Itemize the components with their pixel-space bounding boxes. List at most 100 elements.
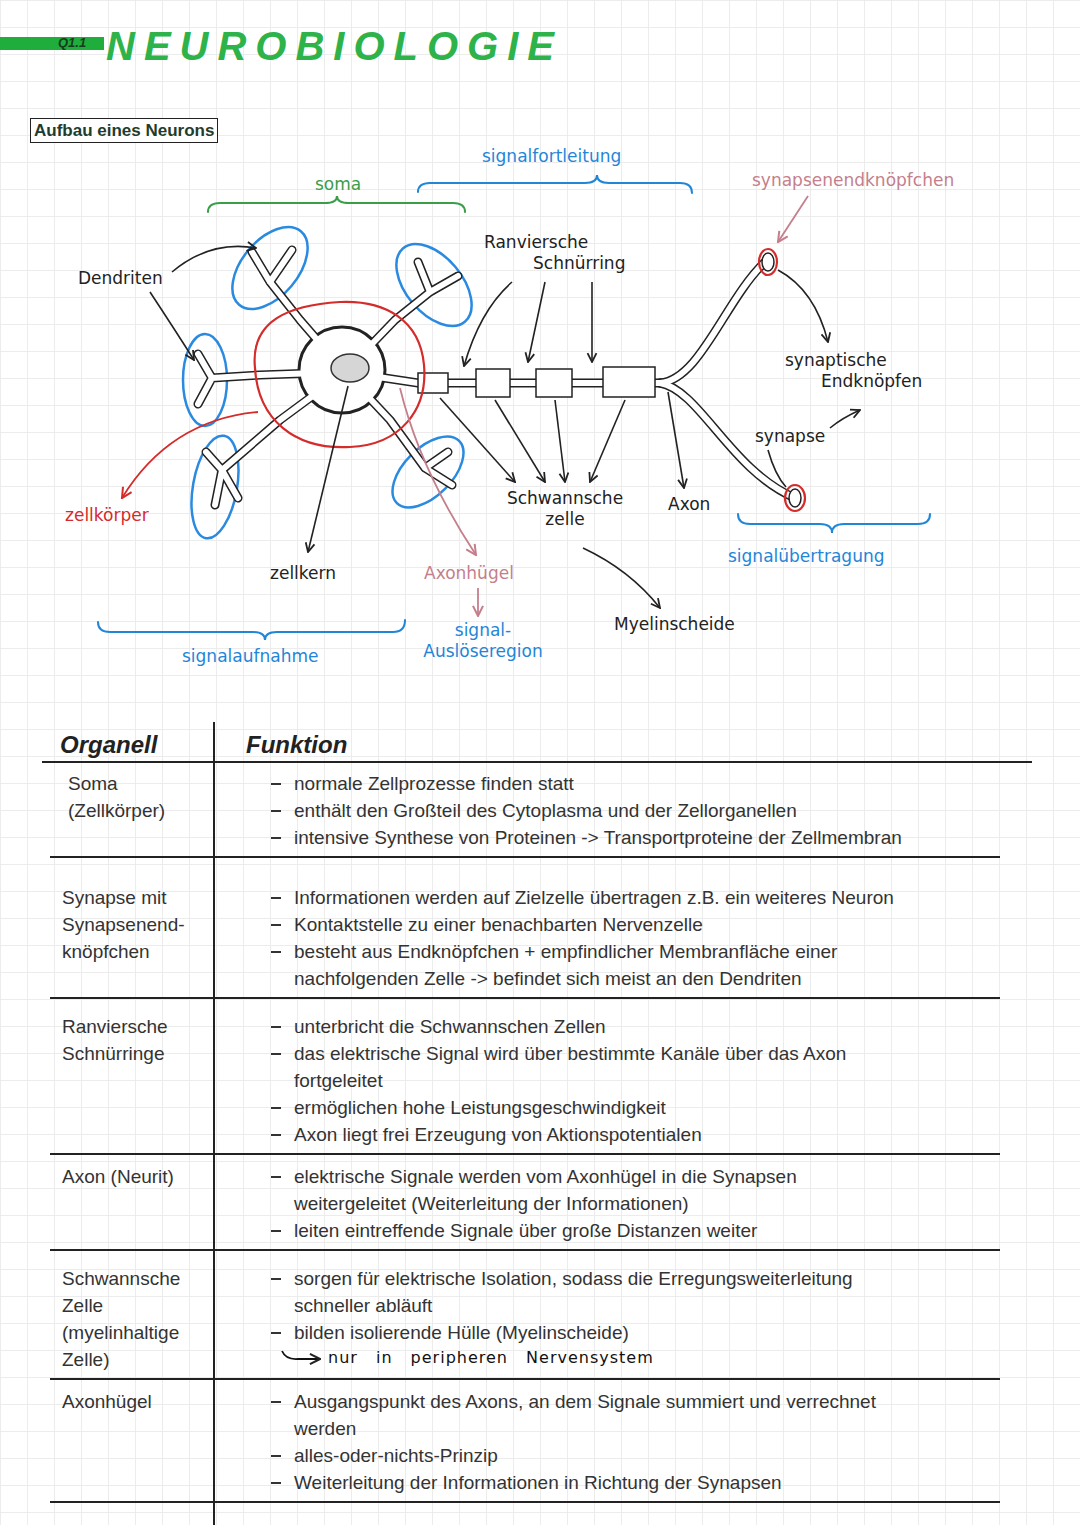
table-cell-text: unterbricht die Schwannschen Zellen — [294, 1013, 984, 1040]
table-cell-text: normale Zellprozesse finden statt — [294, 770, 984, 797]
myelin-segment — [418, 367, 655, 397]
part-label: zellkörper — [65, 505, 149, 526]
bullet-dash — [271, 1401, 281, 1403]
part-label: Ranviersche Schnürring — [484, 232, 683, 274]
brace — [208, 196, 465, 212]
leader-line — [464, 282, 512, 366]
bullet-dash — [271, 1053, 281, 1055]
table-cell-text: alles-oder-nichts-Prinzip — [294, 1442, 984, 1469]
table-cell-text: bilden isolierende Hülle (Myelinscheide) — [294, 1319, 984, 1346]
red-marker — [785, 485, 805, 511]
table-rule — [50, 1249, 1000, 1251]
neuron-fill — [198, 250, 795, 505]
leader-line — [528, 282, 545, 362]
bullet-dash — [271, 1230, 281, 1232]
part-label: Axonhügel — [424, 563, 514, 584]
table-rule — [213, 722, 215, 1525]
table-rule — [50, 997, 1000, 999]
table-cell-name: Axonhügel — [62, 1388, 207, 1415]
bullet-dash — [271, 1482, 281, 1484]
end-knob — [762, 253, 774, 271]
note-arrow — [282, 1351, 320, 1359]
leader-line — [150, 292, 194, 360]
part-label: synapse — [755, 426, 825, 447]
table-cell-name: Ranviersche Schnürringe — [62, 1013, 207, 1067]
table-cell-text: Kontaktstelle zu einer benachbarten Nerv… — [294, 911, 984, 938]
leader-line — [768, 450, 786, 487]
myelin-segment — [536, 369, 572, 397]
bullet-dash — [271, 810, 281, 812]
table-cell-text: leiten eintreffende Signale über große D… — [294, 1217, 984, 1244]
table-rule — [50, 1378, 1000, 1380]
red-marker — [255, 249, 805, 511]
leader-line — [583, 548, 660, 608]
table-cell-text: sorgen für elektrische Isolation, sodass… — [294, 1265, 904, 1319]
leader-line — [591, 282, 593, 362]
table-cell-text: elektrische Signale werden vom Axonhügel… — [294, 1163, 874, 1217]
table-rule — [50, 856, 1000, 858]
blue-dendrite-ring — [183, 213, 486, 542]
bullet-dash — [271, 924, 281, 926]
table-cell-text: Ausgangspunkt des Axons, an dem Signale … — [294, 1388, 924, 1442]
table-cell-name: Axon (Neurit) — [62, 1163, 207, 1190]
page-title: NEUROBIOLOGIE — [106, 24, 563, 69]
table-rule — [50, 1501, 1000, 1503]
table-header: Funktion — [246, 731, 347, 759]
table-rule — [50, 1153, 1000, 1155]
table-cell-text: intensive Synthese von Proteinen -> Tran… — [294, 824, 984, 851]
bullet-dash — [271, 951, 281, 953]
brace — [98, 175, 930, 640]
red-marker — [759, 249, 777, 275]
bullet-dash — [271, 1176, 281, 1178]
leader-line — [830, 410, 860, 428]
end-knob — [762, 253, 801, 507]
hillock-leader — [477, 588, 479, 616]
leader-line — [308, 386, 348, 552]
table-cell-text: Axon liegt frei Erzeugung von Aktionspot… — [294, 1121, 984, 1148]
table-cell-name: Synapse mit Synapsenend- knöpfchen — [62, 884, 207, 965]
part-label: soma — [315, 174, 361, 195]
part-label: signalfortleitung — [482, 146, 621, 167]
nucleus — [331, 354, 369, 382]
leader-line — [172, 246, 256, 272]
bullet-dash — [271, 1278, 281, 1280]
bullet-dash — [271, 837, 281, 839]
neuron-outline — [198, 250, 795, 505]
neuron-fill — [660, 262, 765, 383]
myelin-segment — [603, 367, 655, 397]
part-label: synaptische Endknöpfen — [785, 350, 961, 392]
table-cell-text: Informationen werden auf Zielzelle übert… — [294, 884, 984, 911]
leader-line — [590, 400, 625, 482]
part-label: synapsenendknöpfchen — [752, 170, 954, 191]
part-label: signalaufnahme — [182, 646, 318, 667]
bullet-dash — [271, 1455, 281, 1457]
table-cell-text: das elektrische Signal wird über bestimm… — [294, 1040, 904, 1094]
end-knob — [789, 489, 801, 507]
table-cell-text: enthält den Großteil des Cytoplasma und … — [294, 797, 984, 824]
brace — [98, 620, 405, 640]
myelin-segment — [476, 369, 510, 397]
part-label: Myelinscheide — [614, 614, 735, 635]
heading-box: Aufbau eines Neurons — [30, 118, 218, 143]
cell-body-leader — [122, 412, 258, 498]
part-label: signal- Auslöseregion — [408, 620, 558, 662]
leader-line — [440, 398, 515, 482]
bullet-dash — [271, 1107, 281, 1109]
table-header: Organell — [60, 731, 157, 759]
brace — [738, 514, 930, 533]
bullet-dash — [271, 783, 281, 785]
section-number: Q1.1 — [58, 36, 86, 50]
part-label: Axon — [668, 494, 710, 515]
neuron-outline — [302, 330, 382, 410]
bullet-dash — [271, 1026, 281, 1028]
header-bar — [0, 37, 104, 50]
part-label: signalübertragung — [728, 546, 885, 567]
table-cell-name: Soma (Zellkörper) — [68, 770, 213, 824]
neuron-outline — [660, 262, 765, 383]
leader-line — [668, 392, 684, 488]
leader-line — [495, 400, 545, 482]
neuron-fill — [304, 332, 381, 409]
part-label: Schwannsche zelle — [490, 488, 640, 530]
handwritten-note: nur in peripheren Nervensystem — [328, 1347, 654, 1369]
